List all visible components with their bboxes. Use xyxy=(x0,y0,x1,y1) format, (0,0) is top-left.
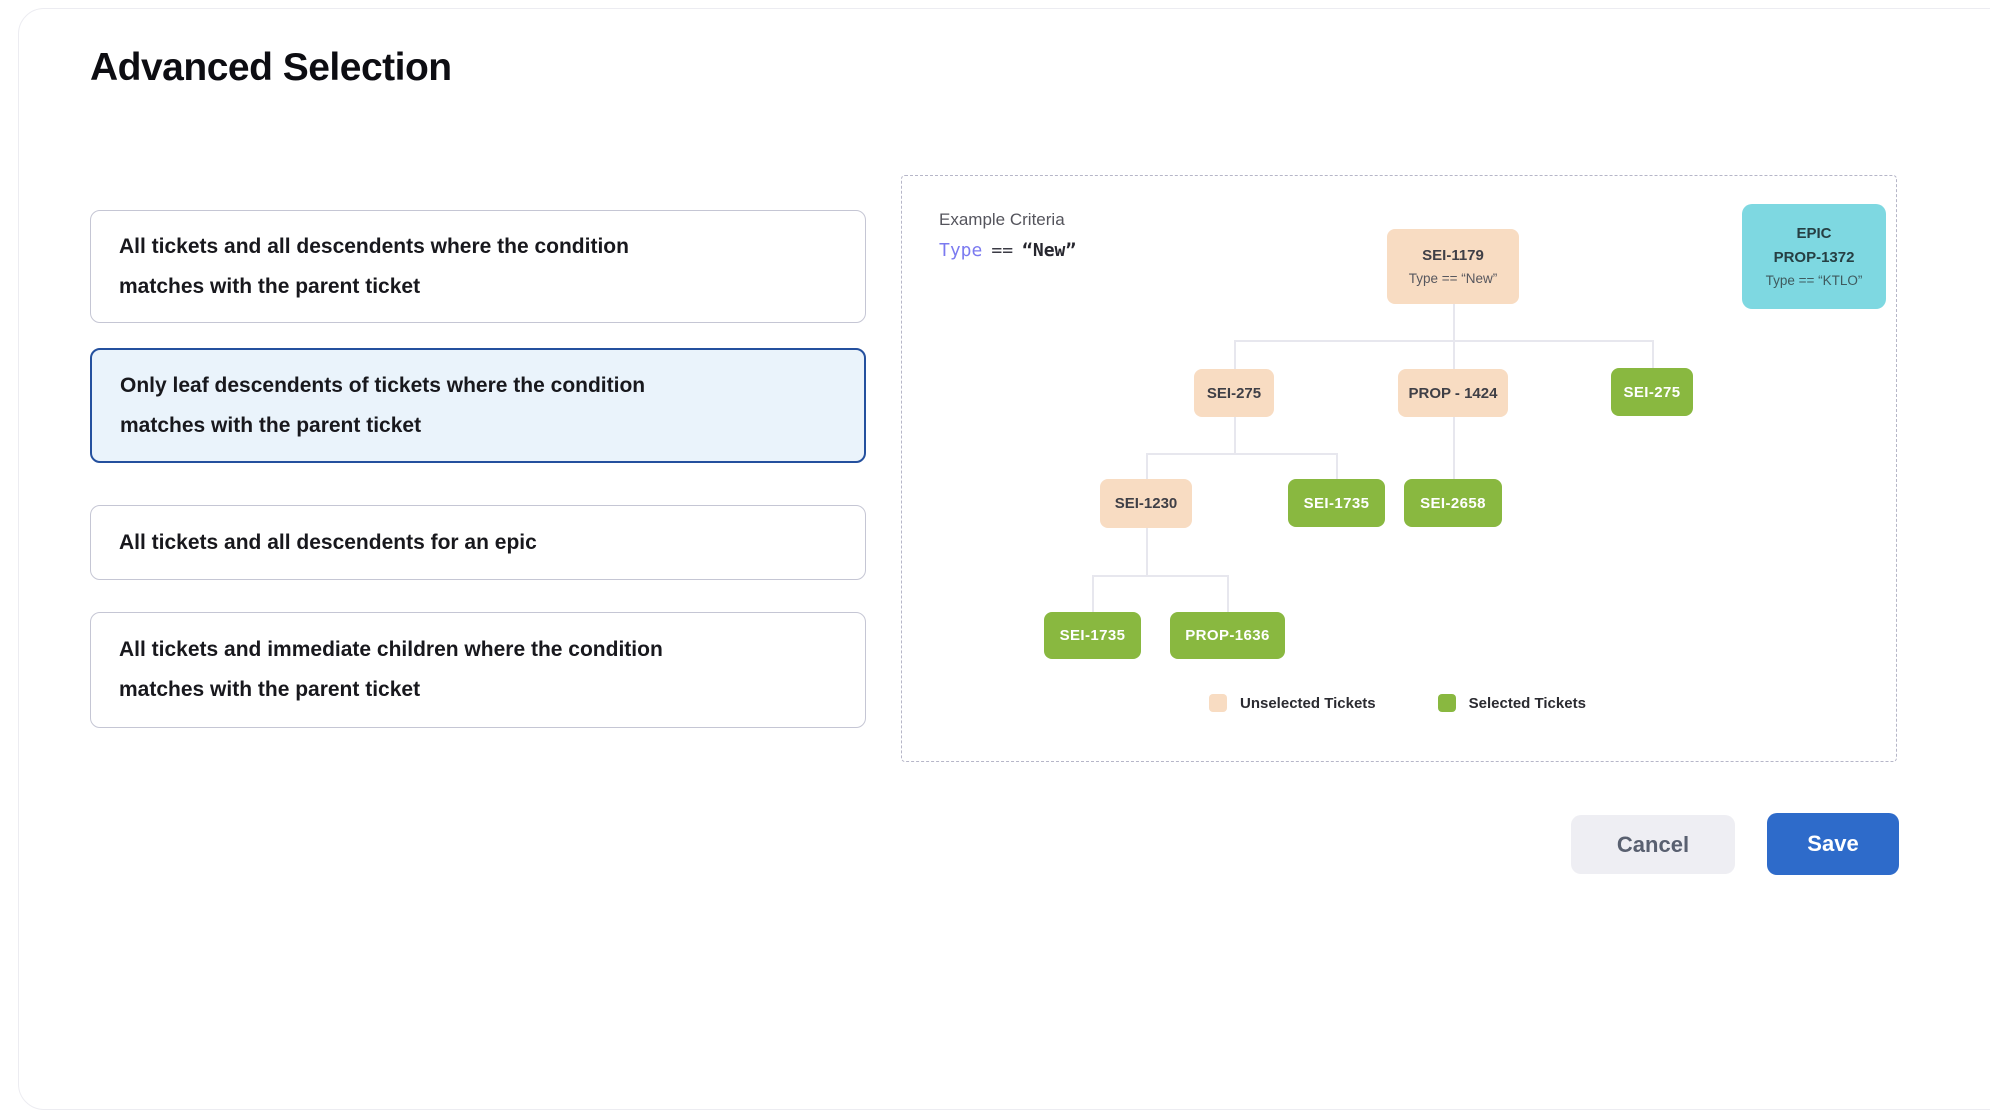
ticket-id: SEI-2658 xyxy=(1420,494,1486,512)
ticket-id: SEI-275 xyxy=(1206,384,1262,402)
option-leaf-descendents-condition[interactable]: Only leaf descendents of tickets where t… xyxy=(90,348,866,463)
option-all-descendents-condition[interactable]: All tickets and all descendents where th… xyxy=(90,210,866,323)
unselected-swatch-icon xyxy=(1209,694,1227,712)
ticket-id: SEI-1179 xyxy=(1422,247,1484,264)
epic-id: PROP-1372 xyxy=(1773,249,1855,266)
tree-connector xyxy=(1234,340,1653,342)
selected-swatch-icon xyxy=(1437,694,1456,712)
legend: Unselected Tickets Selected Tickets xyxy=(1209,694,1586,712)
criteria-operator: == xyxy=(991,240,1014,261)
tree-connector xyxy=(1092,575,1094,612)
option-label: All tickets and immediate children where… xyxy=(119,638,663,701)
ticket-id: SEI-1735 xyxy=(1303,494,1370,512)
tree-connector xyxy=(1092,575,1227,577)
page-title: Advanced Selection xyxy=(90,46,452,89)
legend-item-unselected: Unselected Tickets xyxy=(1209,694,1376,712)
epic-card: EPIC PROP-1372 Type == “KTLO” xyxy=(1742,204,1886,309)
option-label: Only leaf descendents of tickets where t… xyxy=(120,373,646,437)
ticket-id: PROP-1636 xyxy=(1185,627,1270,644)
ticket-node: SEI-275 xyxy=(1611,368,1693,416)
tree-connector xyxy=(1453,340,1455,369)
ticket-id: SEI-1735 xyxy=(1059,627,1126,644)
tree-connector xyxy=(1146,453,1148,479)
option-label: All tickets and all descendents for an e… xyxy=(119,530,537,554)
cancel-button[interactable]: Cancel xyxy=(1571,815,1735,874)
example-criteria-code: Type == “New” xyxy=(939,240,1076,261)
epic-criteria: Type == “KTLO” xyxy=(1765,273,1863,288)
tree-connector xyxy=(1336,453,1338,479)
option-label: All tickets and all descendents where th… xyxy=(119,234,629,298)
legend-item-selected: Selected Tickets xyxy=(1437,694,1586,712)
ticket-node: PROP-1636 xyxy=(1170,612,1285,659)
tree-connector xyxy=(1146,528,1148,575)
ticket-node: SEI-1735 xyxy=(1044,612,1141,659)
epic-type-label: EPIC xyxy=(1796,225,1832,242)
tree-connector xyxy=(1453,417,1455,479)
criteria-field: Type xyxy=(939,240,983,261)
ticket-node: SEI-1735 xyxy=(1288,479,1385,527)
ticket-node: PROP - 1424 xyxy=(1398,369,1508,417)
tree-connector xyxy=(1234,417,1236,453)
tree-connector xyxy=(1453,304,1455,340)
ticket-id: SEI-1230 xyxy=(1114,495,1178,512)
save-button[interactable]: Save xyxy=(1767,813,1899,875)
option-immediate-children-condition[interactable]: All tickets and immediate children where… xyxy=(90,612,866,728)
tree-connector xyxy=(1146,453,1336,455)
legend-label: Selected Tickets xyxy=(1468,694,1586,712)
tree-connector xyxy=(1234,340,1236,369)
ticket-node-root: SEI-1179 Type == “New” xyxy=(1387,229,1519,304)
tree-connector xyxy=(1652,340,1654,368)
ticket-id: SEI-275 xyxy=(1623,383,1681,401)
ticket-node: SEI-1230 xyxy=(1100,479,1192,528)
example-panel: Example Criteria Type == “New” SEI-1179 Ty… xyxy=(901,175,1897,762)
ticket-node: SEI-2658 xyxy=(1404,479,1502,527)
ticket-id: PROP - 1424 xyxy=(1408,384,1498,402)
ticket-node: SEI-275 xyxy=(1194,369,1274,417)
criteria-value: “New” xyxy=(1022,240,1077,261)
ticket-criteria: Type == “New” xyxy=(1408,271,1498,286)
legend-label: Unselected Tickets xyxy=(1240,694,1376,712)
example-criteria-heading: Example Criteria xyxy=(939,210,1065,229)
tree-connector xyxy=(1227,575,1229,612)
option-all-descendents-epic[interactable]: All tickets and all descendents for an e… xyxy=(90,505,866,580)
